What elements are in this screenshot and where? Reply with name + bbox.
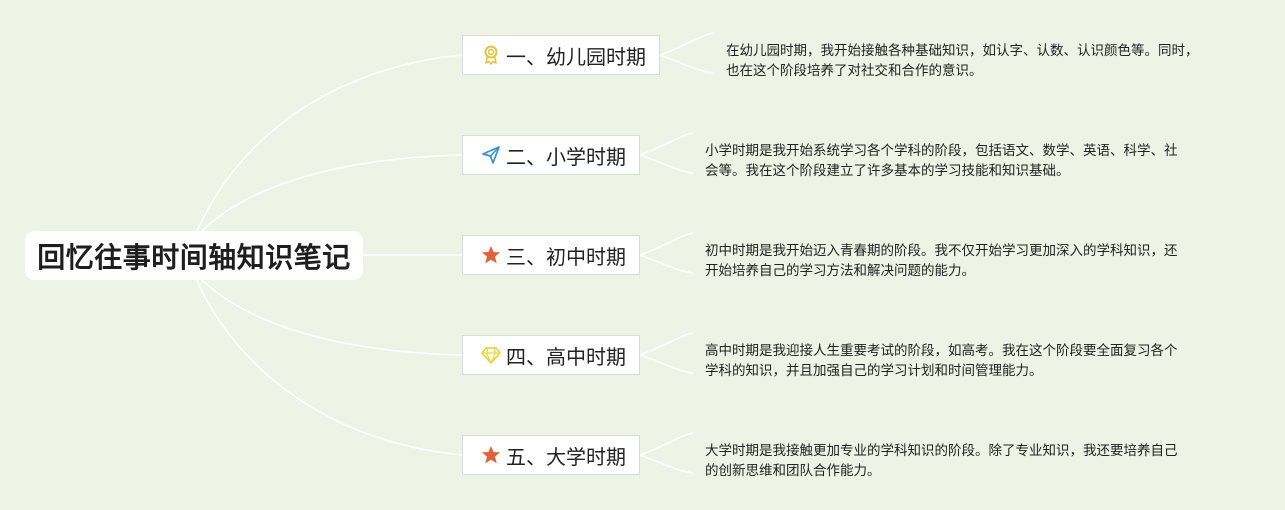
star-icon	[481, 245, 501, 265]
note-line: 在幼儿园时期，我开始接触各种基础知识，如认字、认数、认识颜色等。同时，	[726, 43, 1199, 59]
topic-label: 五、大学时期	[506, 444, 626, 469]
note-line: 高中时期是我迎接人生重要考试的阶段，如高考。我在这个阶段要全面复习各个	[705, 343, 1178, 359]
note-line: 小学时期是我开始系统学习各个学科的阶段，包括语文、数学、英语、科学、社	[705, 143, 1178, 159]
note-university[interactable]: 大学时期是我接触更加专业的学科知识的阶段。除了专业知识，我还要培养自己 的创新思…	[705, 441, 1178, 481]
topic-label: 二、小学时期	[506, 144, 626, 169]
topic-primary-school[interactable]: 二、小学时期	[462, 135, 640, 175]
note-line: 学科的知识，并且加强自己的学习计划和时间管理能力。	[705, 363, 1043, 379]
topic-university[interactable]: 五、大学时期	[462, 435, 640, 475]
note-line: 初中时期是我开始迈入青春期的阶段。我不仅开始学习更加深入的学科知识，还	[705, 243, 1178, 259]
star-icon	[481, 445, 501, 465]
root-title: 回忆往事时间轴知识笔记	[37, 240, 351, 274]
topic-high-school[interactable]: 四、高中时期	[462, 335, 640, 375]
note-kindergarten[interactable]: 在幼儿园时期，我开始接触各种基础知识，如认字、认数、认识颜色等。同时， 也在这个…	[726, 41, 1199, 81]
medal-icon	[481, 45, 501, 65]
note-line: 也在这个阶段培养了对社交和合作的意识。	[726, 63, 983, 79]
root-topic[interactable]: 回忆往事时间轴知识笔记	[25, 231, 363, 280]
topic-kindergarten[interactable]: 一、幼儿园时期	[462, 35, 660, 75]
diamond-icon	[481, 345, 501, 365]
note-line: 会等。我在这个阶段建立了许多基本的学习技能和知识基础。	[705, 163, 1070, 179]
note-high-school[interactable]: 高中时期是我迎接人生重要考试的阶段，如高考。我在这个阶段要全面复习各个 学科的知…	[705, 341, 1178, 381]
note-primary-school[interactable]: 小学时期是我开始系统学习各个学科的阶段，包括语文、数学、英语、科学、社 会等。我…	[705, 141, 1178, 181]
note-line: 大学时期是我接触更加专业的学科知识的阶段。除了专业知识，我还要培养自己	[705, 443, 1178, 459]
paper-plane-icon	[481, 145, 501, 165]
topic-label: 四、高中时期	[506, 344, 626, 369]
note-middle-school[interactable]: 初中时期是我开始迈入青春期的阶段。我不仅开始学习更加深入的学科知识，还 开始培养…	[705, 241, 1178, 281]
topic-middle-school[interactable]: 三、初中时期	[462, 235, 640, 275]
topic-label: 一、幼儿园时期	[506, 44, 646, 69]
note-line: 的创新思维和团队合作能力。	[705, 463, 881, 479]
note-line: 开始培养自己的学习方法和解决问题的能力。	[705, 263, 975, 279]
topic-label: 三、初中时期	[506, 244, 626, 269]
